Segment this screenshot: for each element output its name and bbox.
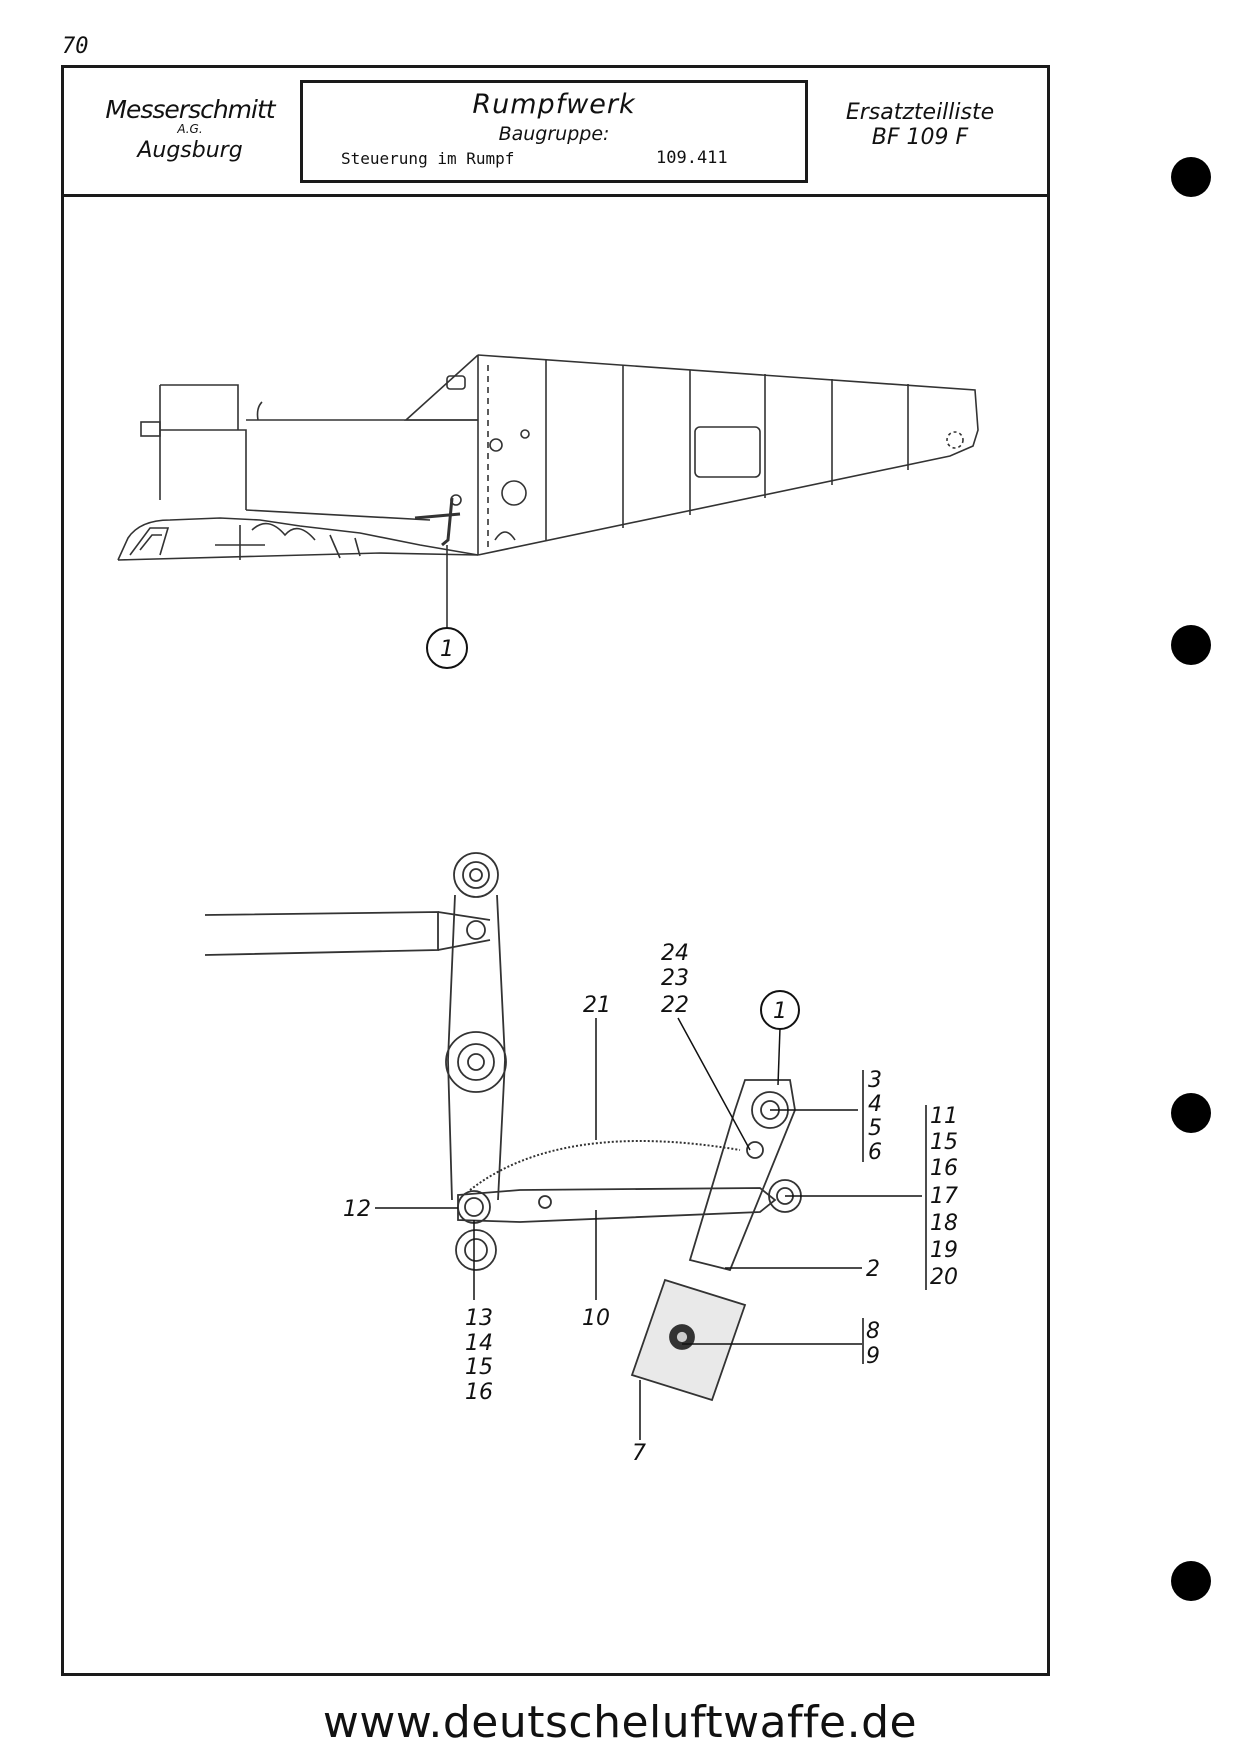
title-box: Rumpfwerk Baugruppe: Steuerung im Rumpf … — [300, 80, 808, 183]
header-divider — [61, 194, 1050, 197]
punch-hole — [1171, 1093, 1211, 1133]
punch-hole — [1171, 625, 1211, 665]
fuselage-drawing — [117, 354, 979, 630]
part-label-19: 19 — [930, 1238, 958, 1263]
part-label-7: 7 — [632, 1441, 646, 1466]
part-label-3: 3 — [868, 1068, 882, 1093]
punch-hole — [1171, 1561, 1211, 1601]
page-number: 70 — [62, 34, 89, 59]
drawing-sheet-frame — [61, 65, 1050, 1676]
part-label-9: 9 — [866, 1344, 880, 1369]
part-label-4: 4 — [868, 1092, 882, 1117]
manufacturer-block: Messerschmitt A.G. Augsburg — [95, 95, 285, 163]
leader-lines — [375, 1017, 927, 1440]
part-label-24: 24 — [661, 941, 689, 966]
part-label-22: 22 — [661, 993, 689, 1018]
part-label-12: 12 — [343, 1197, 371, 1222]
punch-hole — [1171, 157, 1211, 197]
group-label: Baugruppe: — [498, 123, 610, 145]
part-label-2: 2 — [866, 1257, 880, 1282]
part-label-6: 6 — [868, 1140, 882, 1165]
group-number: 109.411 — [656, 148, 728, 168]
part-label-11: 11 — [930, 1104, 958, 1129]
part-label-16: 16 — [930, 1156, 958, 1181]
part-label-8: 8 — [866, 1319, 880, 1344]
part-label-20: 20 — [930, 1265, 958, 1290]
part-label-17: 17 — [930, 1184, 958, 1209]
parts-list-title: Ersatzteilliste — [845, 100, 995, 125]
callout-1-top — [426, 627, 468, 669]
part-labels: 24 23 22 21 3 4 5 6 11 15 16 17 18 19 20… — [343, 941, 958, 1466]
company-suffix: A.G. — [177, 122, 203, 136]
parts-list-label: Ersatzteilliste BF 109 F — [830, 100, 1010, 150]
company-name: Messerschmitt — [105, 95, 275, 124]
group-subtitle: Steuerung im Rumpf — [341, 149, 515, 168]
part-label-18: 18 — [930, 1211, 958, 1236]
aircraft-model: BF 109 F — [871, 125, 969, 150]
callout-1-detail-label: 1 — [773, 999, 787, 1024]
part-label-10: 10 — [582, 1306, 610, 1331]
part-label-15: 15 — [930, 1130, 958, 1155]
footer-website: www.deutscheluftwaffe.de — [322, 1697, 918, 1748]
part-label-14: 14 — [465, 1331, 493, 1356]
part-label-16b: 16 — [465, 1380, 493, 1405]
company-city: Augsburg — [137, 138, 243, 163]
callout-1-top-label: 1 — [440, 637, 454, 662]
part-label-13: 13 — [465, 1306, 493, 1331]
part-label-15b: 15 — [465, 1355, 493, 1380]
part-label-23: 23 — [661, 966, 689, 991]
section-title: Rumpfwerk — [472, 89, 636, 120]
mechanism-drawing — [204, 852, 802, 1402]
part-label-21: 21 — [583, 993, 611, 1018]
part-label-5: 5 — [868, 1116, 882, 1141]
callout-1-detail — [760, 990, 800, 1030]
